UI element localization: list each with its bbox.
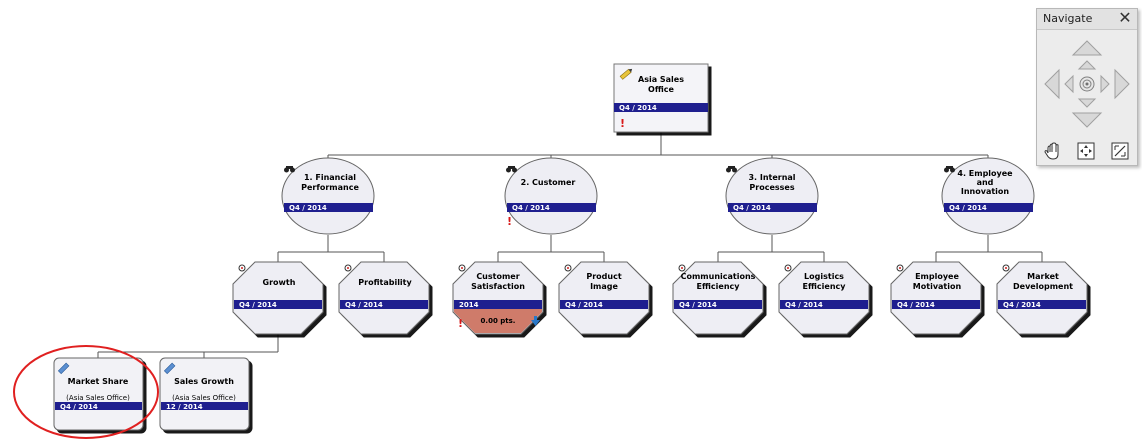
node-financial-performance[interactable]: 1. Financial Performance Q4 / 2014 [281, 157, 375, 235]
node-title-line1: Communications [681, 272, 756, 281]
node-logistics-efficiency[interactable]: Logistics Efficiency Q4 / 2014 [778, 261, 870, 335]
node-market-share[interactable]: Market Share (Asia Sales Office) Q4 / 20… [53, 357, 144, 431]
exclamation-icon: ! [620, 117, 625, 130]
period-label: 12 / 2014 [166, 403, 203, 411]
target-icon [784, 264, 792, 272]
exclamation-icon: ! [458, 317, 463, 330]
node-title-line1: 4. Employee [957, 169, 1013, 178]
period-label: Q4 / 2014 [733, 204, 771, 212]
node-communications-efficiency[interactable]: Communications Efficiency Q4 / 2014 [672, 261, 764, 335]
node-employee-motivation[interactable]: Employee Motivation Q4 / 2014 [890, 261, 982, 335]
node-title-line1: Logistics [804, 272, 844, 281]
node-title-line1: Market [1027, 272, 1059, 281]
period-label: Q4 / 2014 [679, 301, 717, 309]
period-label: Q4 / 2014 [565, 301, 603, 309]
target-icon [344, 264, 352, 272]
node-profitability[interactable]: Profitability Q4 / 2014 [338, 261, 430, 335]
center-target-icon[interactable] [1079, 76, 1095, 92]
binoculars-icon [944, 166, 955, 173]
period-label: Q4 / 2014 [239, 301, 277, 309]
node-scope: (Asia Sales Office) [66, 394, 130, 402]
status-indicator [454, 309, 542, 333]
exclamation-icon: ! [507, 215, 512, 228]
node-asia-sales-office[interactable]: Asia Sales Office Q4 / 2014 ! [613, 63, 709, 133]
node-title: Market Share [68, 377, 129, 386]
target-icon [564, 264, 572, 272]
node-title-line2: Development [1013, 282, 1073, 291]
pan-right-large-icon[interactable] [1114, 68, 1130, 100]
binoculars-icon [284, 166, 295, 173]
period-label: Q4 / 2014 [785, 301, 823, 309]
target-icon [896, 264, 904, 272]
fit-to-screen-icon[interactable] [1077, 142, 1095, 160]
period-label: Q4 / 2014 [289, 204, 327, 212]
binoculars-icon [726, 166, 737, 173]
node-title-line1: 3. Internal [748, 173, 795, 182]
node-employee-innovation[interactable]: 4. Employee and Innovation Q4 / 2014 [941, 157, 1035, 235]
period-label: Q4 / 2014 [897, 301, 935, 309]
node-title-line2: Office [648, 85, 674, 94]
node-title-line1: Asia Sales [638, 75, 684, 84]
node-title-line2: Satisfaction [471, 282, 525, 291]
target-icon [678, 264, 686, 272]
node-title-line1: Employee [915, 272, 959, 281]
node-title-line2: Motivation [913, 282, 962, 291]
zoom-region-icon[interactable] [1111, 142, 1129, 160]
period-label: Q4 / 2014 [949, 204, 987, 212]
target-icon [238, 264, 246, 272]
arrow-down-icon [531, 316, 540, 326]
navigate-header: Navigate ✕ [1037, 9, 1137, 30]
score-value: 0.00 pts. [481, 317, 516, 325]
target-icon [1002, 264, 1010, 272]
period-label: Q4 / 2014 [60, 403, 98, 411]
period-label: Q4 / 2014 [1003, 301, 1041, 309]
pan-down-large-icon[interactable] [1071, 112, 1103, 128]
node-title-line2: Image [590, 282, 618, 291]
period-label: Q4 / 2014 [345, 301, 383, 309]
node-title: Profitability [358, 278, 412, 287]
node-internal-processes[interactable]: 3. Internal Processes Q4 / 2014 [725, 157, 819, 235]
node-product-image[interactable]: Product Image Q4 / 2014 [558, 261, 650, 335]
target-icon [458, 264, 466, 272]
period-label: Q4 / 2014 [512, 204, 550, 212]
pan-left-large-icon[interactable] [1044, 68, 1060, 100]
pan-up-large-icon[interactable] [1071, 40, 1103, 56]
close-icon[interactable]: ✕ [1118, 8, 1132, 27]
node-title-line1: 1. Financial [304, 173, 356, 182]
node-customer-satisfaction[interactable]: Customer Satisfaction 2014 0.00 pts. ! [452, 261, 544, 335]
node-title: Growth [263, 278, 296, 287]
node-title-line1: 2. Customer [521, 178, 576, 187]
highlight-ellipse [13, 345, 159, 439]
navigate-title: Navigate [1043, 12, 1093, 25]
node-customer[interactable]: 2. Customer Q4 / 2014 ! [504, 157, 598, 235]
binoculars-icon [506, 166, 517, 173]
node-market-development[interactable]: Market Development Q4 / 2014 [996, 261, 1088, 335]
node-title-line2: and [977, 178, 994, 187]
link-icon [163, 362, 176, 375]
node-growth[interactable]: Growth Q4 / 2014 [232, 261, 324, 335]
node-title-line2: Efficiency [697, 282, 741, 291]
node-title-line2: Performance [301, 183, 359, 192]
node-title-line1: Product [586, 272, 621, 281]
node-title-line2: Processes [749, 183, 794, 192]
pan-right-small-icon[interactable] [1100, 74, 1110, 94]
pan-up-small-icon[interactable] [1077, 60, 1097, 70]
pencil-icon [619, 68, 633, 80]
navigate-panel: Navigate ✕ [1036, 8, 1138, 166]
connectors [97, 132, 1043, 358]
node-title-line2: Efficiency [803, 282, 847, 291]
node-title: Sales Growth [174, 377, 234, 386]
period-label: 2014 [459, 301, 479, 309]
period-label: Q4 / 2014 [619, 104, 657, 112]
hand-pan-icon[interactable] [1044, 142, 1059, 160]
link-icon [57, 362, 70, 375]
node-title-line3: Innovation [961, 187, 1010, 196]
pan-down-small-icon[interactable] [1077, 98, 1097, 108]
node-title-line1: Customer [476, 272, 519, 281]
node-scope: (Asia Sales Office) [172, 394, 236, 402]
node-sales-growth[interactable]: Sales Growth (Asia Sales Office) 12 / 20… [159, 357, 250, 431]
pan-left-small-icon[interactable] [1064, 74, 1074, 94]
